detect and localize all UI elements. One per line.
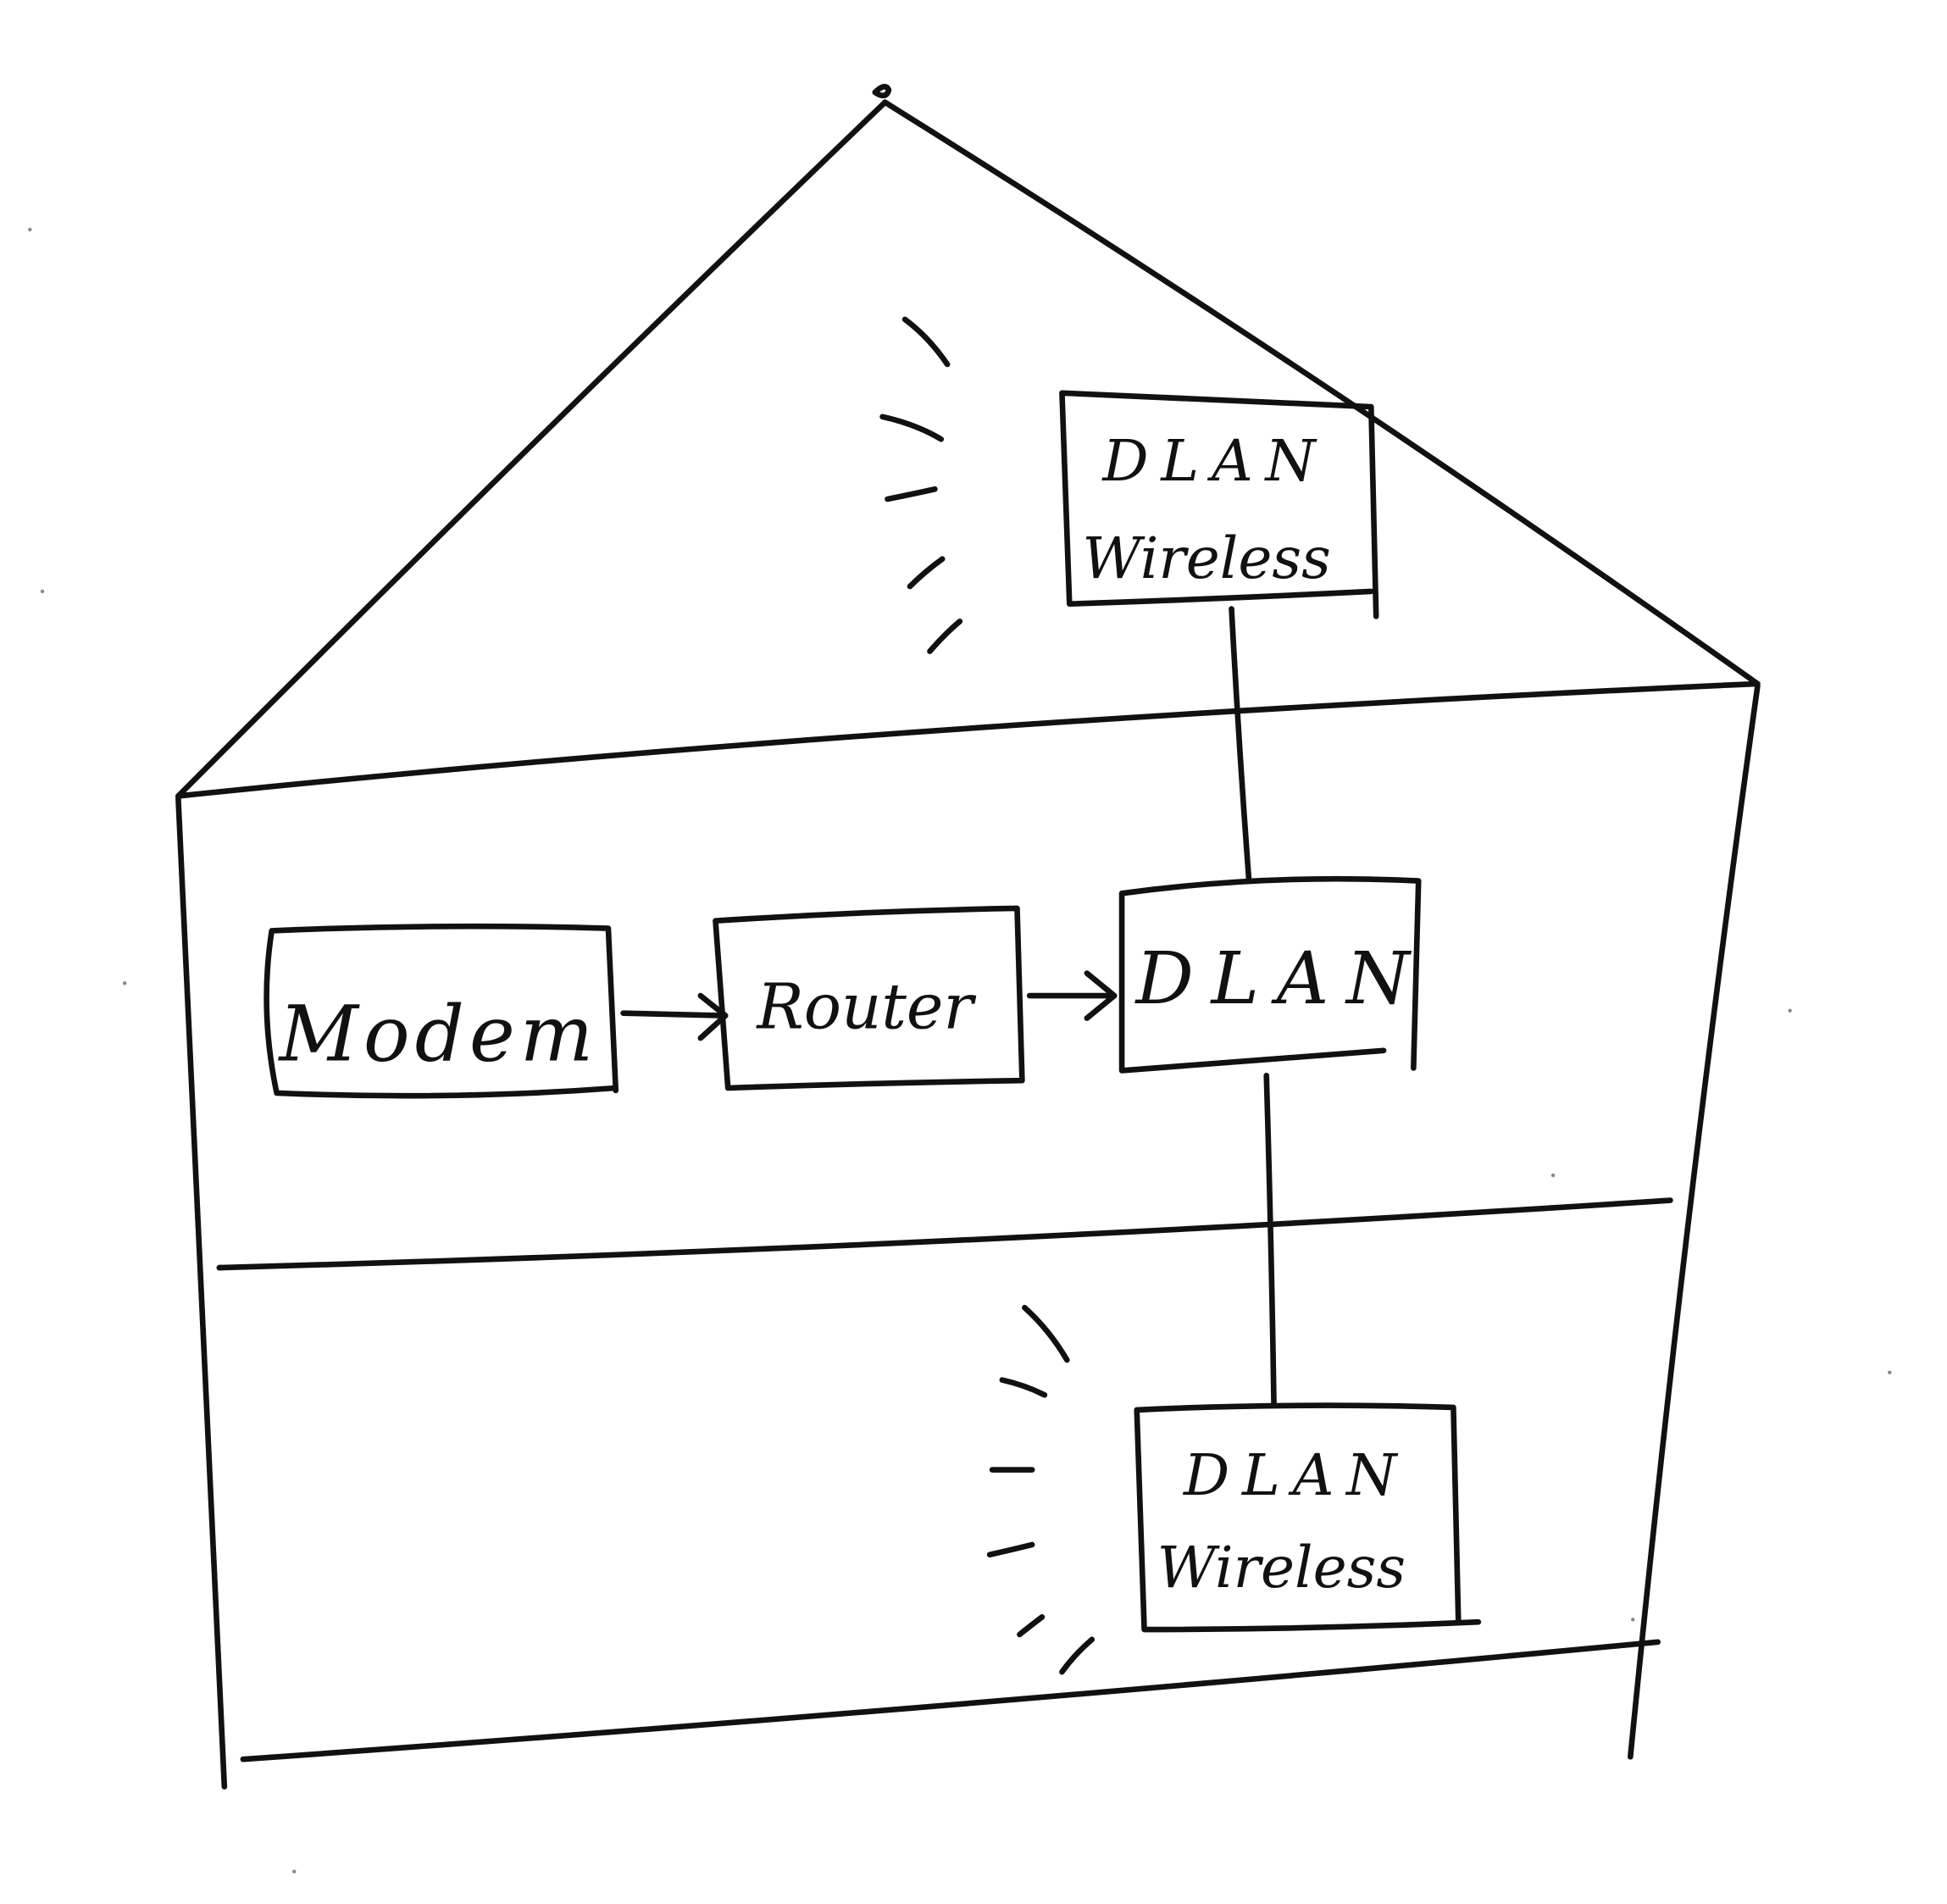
chimney-mark — [875, 86, 889, 96]
dlan-wireless-attic-label-line1: DLAN — [1101, 427, 1328, 494]
bottom-floor-line — [243, 1642, 1658, 1759]
arrow-modem-to-router — [624, 996, 726, 1038]
middle-floor-line — [219, 1201, 1670, 1268]
signal-waves-lower — [990, 1307, 1092, 1672]
house-outline — [178, 86, 1757, 1786]
dlan-wireless-lower-label-line2: Wireless — [1157, 1534, 1406, 1601]
signal-waves-attic — [883, 319, 960, 652]
line-dlan-to-lower-wireless — [1267, 1075, 1274, 1405]
router-box: Router — [715, 908, 1022, 1088]
dlan-wireless-attic-box: DLAN Wireless — [1062, 393, 1376, 617]
roof-left-line — [178, 103, 885, 797]
modem-box: Modem — [267, 926, 616, 1096]
dlan-wireless-lower-label-line1: DLAN — [1182, 1441, 1409, 1508]
attic-floor-line — [178, 684, 1757, 797]
dlan-label: DLAN — [1134, 937, 1428, 1021]
dlan-wireless-attic-label-line2: Wireless — [1082, 525, 1330, 591]
house-right-wall — [1630, 686, 1757, 1757]
dlan-wireless-lower-box: DLAN Wireless — [1137, 1406, 1478, 1629]
router-label: Router — [755, 971, 976, 1043]
line-dlan-to-attic-wireless — [1232, 609, 1250, 881]
house-left-wall — [178, 798, 224, 1786]
arrow-router-to-dlan — [1029, 974, 1114, 1019]
modem-label: Modem — [278, 989, 599, 1080]
dlan-box: DLAN — [1122, 879, 1427, 1070]
